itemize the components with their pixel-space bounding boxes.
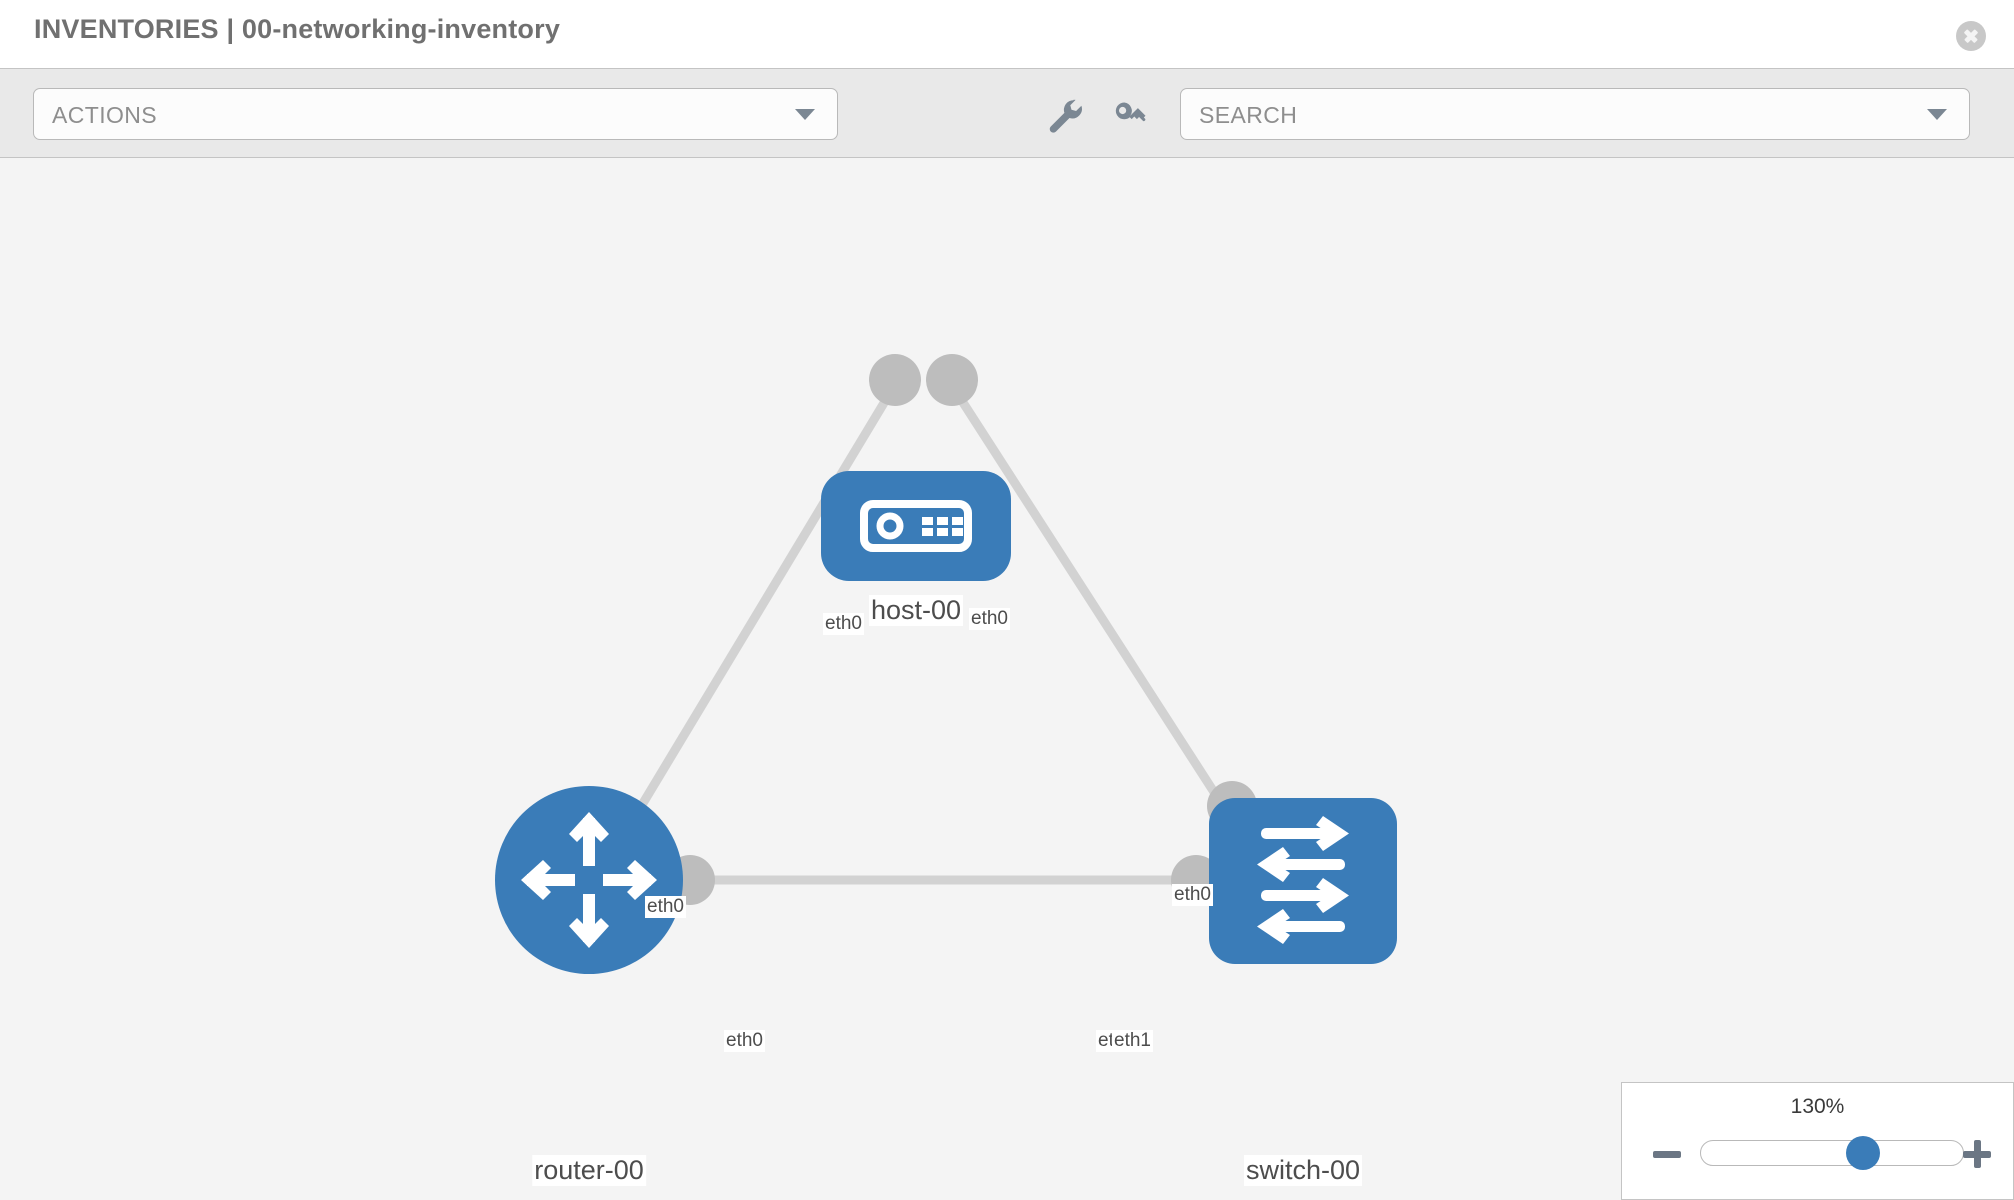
chevron-down-icon[interactable]	[1927, 109, 1947, 120]
node-switch-00	[1209, 798, 1397, 964]
iface-label: eth0	[645, 896, 686, 918]
chevron-down-icon	[795, 109, 815, 120]
close-icon[interactable]	[1956, 21, 1986, 51]
node-label-switch: switch-00	[1243, 1155, 1363, 1186]
node-router-00	[495, 786, 683, 974]
minus-icon[interactable]	[1653, 1140, 1681, 1168]
link-host-switch	[940, 370, 1254, 851]
actions-dropdown[interactable]: ACTIONS	[33, 88, 838, 140]
topology-graph	[495, 354, 1397, 974]
connector-host-right	[926, 354, 978, 406]
topology-connectors	[665, 354, 1257, 905]
node-label-host: host-00	[868, 595, 964, 626]
iface-label: eth0	[823, 613, 864, 635]
connector-host-left	[869, 354, 921, 406]
iface-label: eth0	[724, 1030, 765, 1052]
zoom-slider[interactable]	[1700, 1136, 1964, 1170]
zoom-level-value: 130%	[1790, 1095, 1845, 1118]
topology-canvas[interactable]: host-00 router-00 switch-00 eth0 eth0 et…	[0, 158, 2014, 1200]
iface-label: eth0	[969, 608, 1010, 630]
link-host-router	[606, 370, 906, 861]
search-placeholder: SEARCH	[1199, 102, 1298, 128]
wrench-icon[interactable]	[1044, 95, 1084, 135]
node-host-00	[821, 471, 1011, 581]
page-header: INVENTORIES | 00-networking-inventory	[0, 0, 2014, 68]
iface-label: eth1	[1112, 1030, 1153, 1052]
search-input[interactable]: SEARCH	[1180, 88, 1970, 140]
page-title: INVENTORIES | 00-networking-inventory	[34, 14, 561, 44]
actions-dropdown-label: ACTIONS	[52, 102, 158, 128]
node-label-router: router-00	[532, 1155, 646, 1186]
topology-links	[606, 370, 1254, 885]
zoom-slider-thumb[interactable]	[1846, 1136, 1881, 1170]
key-icon[interactable]	[1110, 95, 1150, 135]
toolbar: ACTIONS SEARCH	[0, 68, 2014, 158]
iface-label: eth0	[1172, 884, 1213, 906]
plus-icon[interactable]	[1963, 1140, 1991, 1168]
zoom-control-panel: 130%	[1621, 1082, 2014, 1200]
